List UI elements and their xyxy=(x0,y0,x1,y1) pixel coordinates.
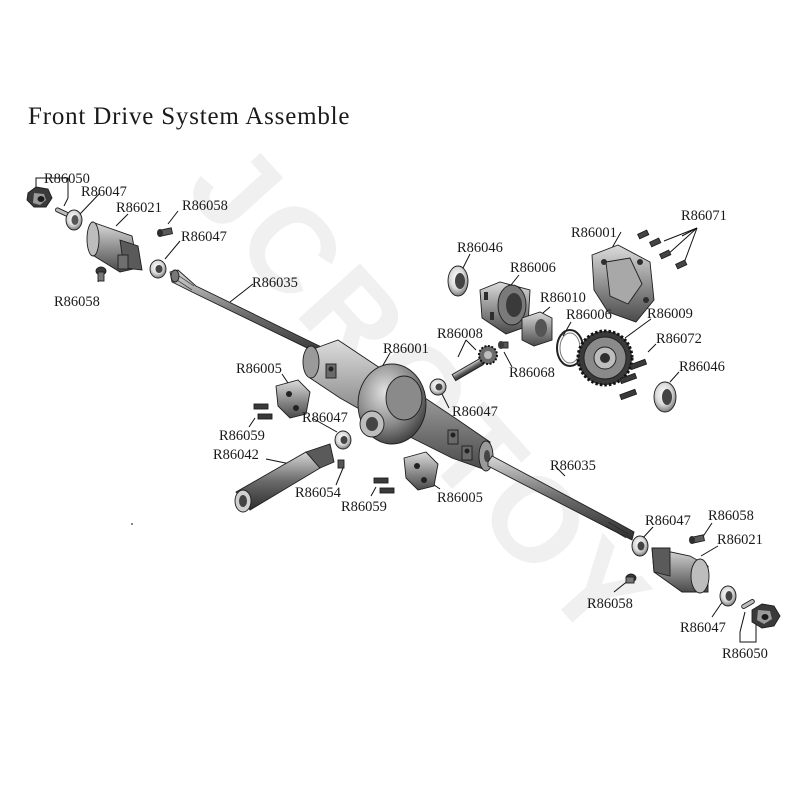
part-label: R86009 xyxy=(647,306,693,322)
part-label: R86035 xyxy=(252,275,298,291)
nut-part-left xyxy=(26,186,53,208)
pin-part-right xyxy=(741,599,755,609)
bearing-part-left-inner xyxy=(149,259,167,279)
screw-part-left-bottom xyxy=(95,266,107,282)
screw-pair-part-upper xyxy=(253,403,273,420)
nut-part-right xyxy=(751,603,781,629)
part-label: R86071 xyxy=(681,208,727,224)
part-label: R86042 xyxy=(213,447,259,463)
part-label: R86035 xyxy=(550,458,596,474)
screw-part-right-bottom xyxy=(625,573,637,584)
large-bearing-part-top xyxy=(447,265,469,297)
part-label: R86068 xyxy=(509,365,555,381)
part-label: R86047 xyxy=(452,404,498,420)
screw-part-left-top xyxy=(157,227,174,237)
part-label: R86072 xyxy=(656,331,702,347)
coupler-part xyxy=(521,311,553,347)
part-label: R86006 xyxy=(510,260,556,276)
drive-shaft-part-right xyxy=(487,455,635,541)
part-label: R86059 xyxy=(341,499,387,515)
diagram-title: Front Drive System Assemble xyxy=(28,103,351,130)
hub-carrier-part-left xyxy=(86,221,143,273)
ring-gear-part xyxy=(576,329,634,387)
part-label: R86047 xyxy=(680,620,726,636)
parts-graphics xyxy=(26,186,781,629)
differential-case-part xyxy=(479,281,531,335)
bearing-part-right-outer xyxy=(719,585,737,607)
part-label: R86005 xyxy=(437,490,483,506)
bearing-part-housing-left xyxy=(334,430,352,450)
mount-plate-part-upper xyxy=(275,379,311,419)
part-labels: R86050 R86047 R86021 R86058 R86047 R8605… xyxy=(44,171,768,662)
part-label: R86058 xyxy=(182,198,228,214)
bearing-part-center xyxy=(429,378,447,396)
screw-part-right-top xyxy=(689,534,706,544)
part-label: R86047 xyxy=(181,229,227,245)
large-bearing-part-right xyxy=(653,381,677,413)
part-label: R86058 xyxy=(54,294,100,310)
axle-housing-part xyxy=(302,339,494,472)
screw-pair-part-lower xyxy=(373,477,395,494)
part-label: R86001 xyxy=(571,225,617,241)
screw-set-part-top-right xyxy=(637,229,688,270)
part-label: R86058 xyxy=(708,508,754,524)
diff-cover-part xyxy=(591,244,655,323)
part-label: R86050 xyxy=(722,646,768,662)
screw-set-part-middle-right xyxy=(619,358,648,401)
part-label: R86001 xyxy=(383,341,429,357)
part-label: R86050 xyxy=(44,171,90,187)
bearing-part-right-inner xyxy=(631,535,649,557)
pin-part-center xyxy=(498,341,509,349)
part-label: R86058 xyxy=(587,596,633,612)
part-label: R86010 xyxy=(540,290,586,306)
part-label: R86021 xyxy=(116,200,162,216)
mount-plate-part-lower xyxy=(403,451,439,491)
drive-tube-part xyxy=(234,443,335,513)
part-label: R86006 xyxy=(566,307,612,323)
part-label: R86059 xyxy=(219,428,265,444)
part-label: R86047 xyxy=(81,184,127,200)
part-label: R86046 xyxy=(457,240,503,256)
bearing-part-left-outer xyxy=(65,209,83,231)
part-label: R86021 xyxy=(717,532,763,548)
part-label: R86047 xyxy=(302,410,348,426)
pinion-gear-part xyxy=(451,345,498,382)
part-label: R86005 xyxy=(236,361,282,377)
stray-dot-mark xyxy=(131,523,133,525)
hub-carrier-part-right xyxy=(651,547,710,594)
part-label: R86047 xyxy=(645,513,691,529)
set-screw-part xyxy=(337,459,345,469)
part-label: R86008 xyxy=(437,326,483,342)
part-label: R86054 xyxy=(295,485,342,501)
part-label: R86046 xyxy=(679,359,725,375)
